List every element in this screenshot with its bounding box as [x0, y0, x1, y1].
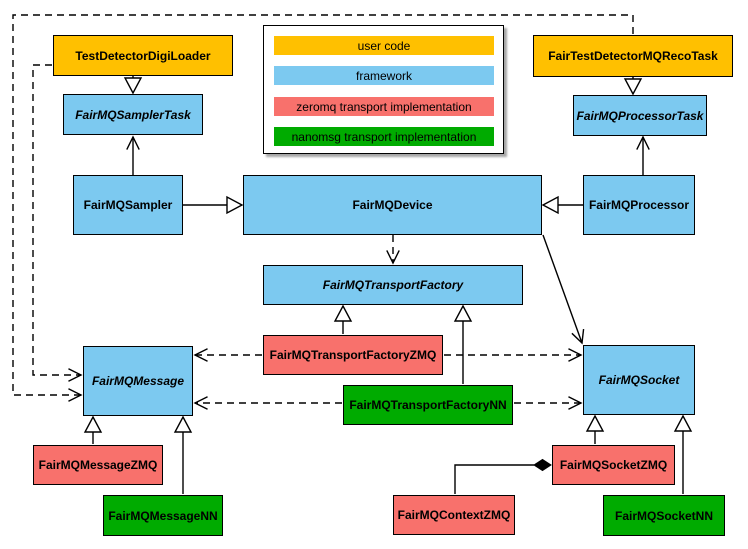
edge-device-to-transportfactory: [386, 235, 400, 265]
node-fairmq-context-zmq: FairMQContextZMQ: [393, 495, 515, 535]
edge-messagenn-to-message: [173, 415, 193, 494]
node-label-fairmq-socket-nn: FairMQSocketNN: [614, 508, 714, 523]
legend-item-user-code: user code: [274, 36, 494, 55]
node-label-fairmq-sampler: FairMQSampler: [83, 198, 173, 212]
node-label-fairmq-message: FairMQMessage: [91, 374, 185, 388]
edge-digiloader-to-samplertask: [123, 76, 143, 95]
legend-item-framework: framework: [274, 66, 494, 85]
node-fair-test-detector-mq-reco-task: FairTestDetectorMQRecoTask: [533, 35, 733, 77]
edge-device-to-socket: [542, 234, 585, 345]
node-label-fairmq-processor: FairMQProcessor: [588, 198, 690, 212]
edge-tfzmq-to-socket: [444, 348, 583, 362]
node-fairmq-transport-factory: FairMQTransportFactory: [263, 265, 523, 305]
node-fairmq-processor-task: FairMQProcessorTask: [573, 95, 707, 136]
edge-tfzmq-to-message: [193, 348, 262, 362]
node-label-fairmq-message-zmq: FairMQMessageZMQ: [38, 458, 158, 472]
node-label-test-detector-digi-loader: TestDetectorDigiLoader: [75, 48, 211, 63]
edge-sampler-to-samplertask: [126, 135, 140, 175]
node-label-fairmq-transport-factory: FairMQTransportFactory: [322, 278, 464, 292]
node-fairmq-transport-factory-nn: FairMQTransportFactoryNN: [343, 385, 513, 425]
node-fairmq-processor: FairMQProcessor: [583, 175, 695, 235]
node-test-detector-digi-loader: TestDetectorDigiLoader: [53, 35, 233, 76]
node-label-fairmq-message-nn: FairMQMessageNN: [108, 508, 218, 523]
edge-processor-to-device: [541, 195, 583, 215]
edge-contextzmq-to-socketzmq: [454, 458, 552, 494]
node-label-fair-test-detector-mq-reco-task: FairTestDetectorMQRecoTask: [548, 49, 718, 63]
node-fairmq-message-zmq: FairMQMessageZMQ: [33, 445, 163, 485]
node-label-fairmq-processor-task: FairMQProcessorTask: [576, 108, 704, 123]
node-label-fairmq-socket-zmq: FairMQSocketZMQ: [559, 458, 668, 472]
edge-tfzmq-to-transportfactory: [333, 304, 353, 334]
node-label-fairmq-transport-factory-nn: FairMQTransportFactoryNN: [349, 398, 507, 412]
node-fairmq-socket-nn: FairMQSocketNN: [603, 495, 725, 536]
node-fairmq-device: FairMQDevice: [243, 175, 542, 235]
node-fairmq-socket-zmq: FairMQSocketZMQ: [552, 445, 675, 485]
node-label-fairmq-socket: FairMQSocket: [598, 373, 680, 387]
edge-tfnn-to-socket: [514, 396, 583, 410]
edge-socketnn-to-socket: [673, 414, 693, 494]
node-label-fairmq-device: FairMQDevice: [352, 198, 433, 212]
edge-recotask-to-processortask: [623, 77, 643, 96]
node-fairmq-sampler-task: FairMQSamplerTask: [63, 94, 203, 135]
node-label-fairmq-sampler-task: FairMQSamplerTask: [75, 107, 191, 122]
node-label-fairmq-transport-factory-zmq: FairMQTransportFactoryZMQ: [269, 348, 437, 362]
node-fairmq-message-nn: FairMQMessageNN: [103, 495, 223, 536]
node-fairmq-sampler: FairMQSampler: [73, 175, 183, 235]
node-fairmq-transport-factory-zmq: FairMQTransportFactoryZMQ: [263, 335, 443, 375]
edge-processor-to-processortask: [636, 135, 650, 175]
legend-item-nanomsg: nanomsg transport implementation: [274, 127, 494, 146]
legend: user code framework zeromq transport imple…: [263, 25, 504, 154]
legend-item-zeromq: zeromq transport implementation: [274, 97, 494, 116]
edge-socketzmq-to-socket: [585, 414, 605, 444]
node-fairmq-message: FairMQMessage: [83, 346, 193, 416]
node-label-fairmq-context-zmq: FairMQContextZMQ: [397, 508, 511, 522]
edge-tfnn-to-transportfactory: [453, 304, 473, 384]
edge-messagezmq-to-message: [83, 415, 103, 444]
node-fairmq-socket: FairMQSocket: [583, 345, 695, 415]
edge-tfnn-to-message: [193, 396, 342, 410]
edge-sampler-to-device: [183, 195, 244, 215]
